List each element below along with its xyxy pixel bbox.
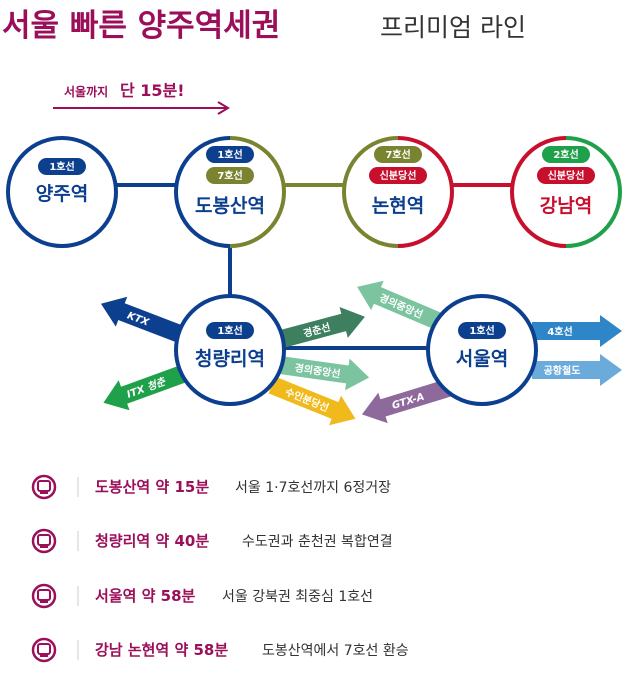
tagline-arrow xyxy=(53,101,230,115)
station-seoul: 1호선 서울역 xyxy=(426,294,538,406)
station-cheongnyangni: 1호선 청량리역 xyxy=(174,294,286,406)
station-dobongsan: 1호선 7호선 도봉산역 xyxy=(174,136,286,248)
svg-text:강남역: 강남역 xyxy=(540,195,592,217)
svg-text:도봉산역에서 7호선 환승: 도봉산역에서 7호선 환승 xyxy=(262,643,409,659)
title-sub: 프리미엄 라인 xyxy=(380,13,526,42)
train-icon xyxy=(31,474,57,500)
gtxa-arrow: GTX-A xyxy=(357,372,453,430)
svg-text:양주역: 양주역 xyxy=(36,183,88,205)
svg-text:청량리역: 청량리역 xyxy=(195,348,265,370)
ktx-arrow: KTX xyxy=(95,288,191,351)
svg-text:청량리역 약 40분: 청량리역 약 40분 xyxy=(95,532,209,550)
svg-text:신분당선: 신분당선 xyxy=(380,169,417,182)
tagline-prefix: 서울까지 xyxy=(64,84,108,99)
svg-text:1호선: 1호선 xyxy=(217,324,242,337)
train-icon xyxy=(31,528,57,554)
svg-text:강남 논현역 약 58분: 강남 논현역 약 58분 xyxy=(95,641,228,659)
svg-text:논현역: 논현역 xyxy=(372,195,424,217)
svg-text:서울역 약 58분: 서울역 약 58분 xyxy=(95,587,196,605)
station-nonhyeon: 7호선 신분당선 논현역 xyxy=(342,136,454,248)
list-item: 청량리역 약 40분 수도권과 춘천권 복합연결 xyxy=(31,528,393,554)
svg-text:7호선: 7호선 xyxy=(385,148,410,161)
tagline-emphasis: 단 15분! xyxy=(120,81,185,100)
airport-arrow: 공항철도 xyxy=(532,354,622,386)
train-icon xyxy=(31,583,57,609)
svg-text:수도권과 춘천권 복합연결: 수도권과 춘천권 복합연결 xyxy=(242,534,393,550)
gyeongchun-arrow: 경춘선 xyxy=(273,301,370,356)
svg-text:1호선: 1호선 xyxy=(469,324,494,337)
svg-text:도봉산역: 도봉산역 xyxy=(195,195,265,217)
svg-text:4호선: 4호선 xyxy=(547,325,572,338)
title-main: 서울 빠른 양주역세권 xyxy=(2,8,280,44)
svg-text:7호선: 7호선 xyxy=(217,169,242,182)
svg-text:도봉산역 약 15분: 도봉산역 약 15분 xyxy=(95,478,209,496)
list-item: 서울역 약 58분 서울 강북권 최중심 1호선 xyxy=(31,583,373,609)
svg-text:1호선: 1호선 xyxy=(49,160,74,173)
svg-text:서울 1·7호선까지 6정거장: 서울 1·7호선까지 6정거장 xyxy=(235,480,391,496)
svg-text:서울 강북권 최중심 1호선: 서울 강북권 최중심 1호선 xyxy=(222,589,373,605)
list-item: 도봉산역 약 15분 서울 1·7호선까지 6정거장 xyxy=(31,474,391,500)
svg-text:2호선: 2호선 xyxy=(553,148,578,161)
gyeongui-arrow-1: 경의중앙선 xyxy=(277,349,372,394)
line4-arrow: 4호선 xyxy=(532,315,622,347)
svg-text:서울역: 서울역 xyxy=(456,348,508,370)
svg-text:신분당선: 신분당선 xyxy=(548,169,585,182)
train-icon xyxy=(31,637,57,663)
station-gangnam: 2호선 신분당선 강남역 xyxy=(510,136,622,248)
list-item: 강남 논현역 약 58분 도봉산역에서 7호선 환승 xyxy=(31,637,409,663)
svg-text:공항철도: 공항철도 xyxy=(544,364,581,377)
svg-text:1호선: 1호선 xyxy=(217,148,242,161)
station-yangju: 1호선 양주역 xyxy=(6,136,118,248)
